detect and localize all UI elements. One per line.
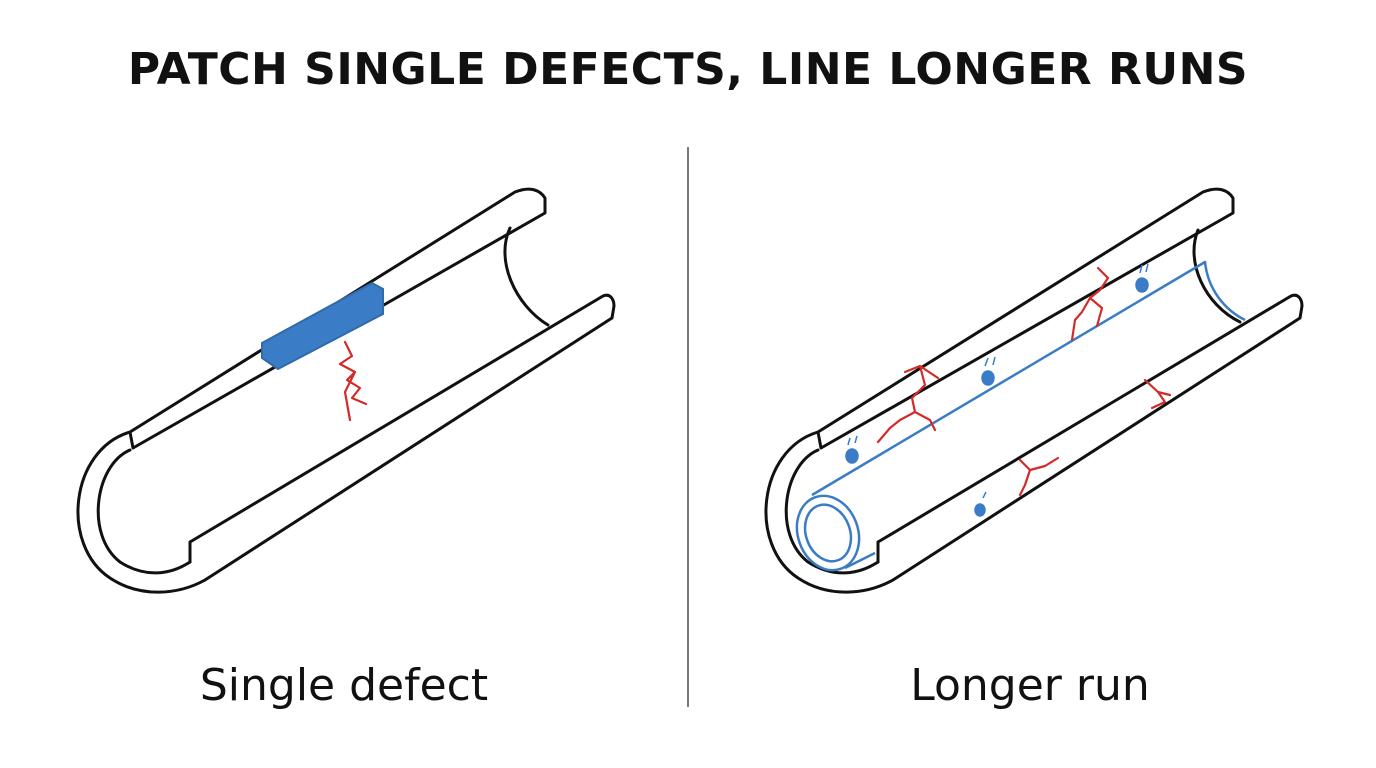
panel-divider bbox=[687, 147, 689, 707]
infiltration-marks bbox=[845, 263, 1149, 517]
pipe-near-end-ring bbox=[76, 430, 207, 594]
panel-label-single-defect: Single defect bbox=[199, 660, 489, 711]
pipe-far-end-curve bbox=[503, 226, 550, 327]
pipe-top-lip bbox=[128, 187, 547, 450]
pipe-near-end-ring bbox=[764, 430, 895, 594]
panel-label-longer-run: Longer run bbox=[910, 660, 1150, 711]
repair-patch bbox=[261, 281, 384, 371]
pipe-near-end-inner bbox=[784, 448, 880, 575]
pipe-near-end-inner bbox=[96, 448, 192, 575]
pipe-lower-lip bbox=[188, 293, 616, 582]
cured-liner bbox=[795, 260, 1246, 572]
pipe-far-end-curve bbox=[1192, 228, 1242, 324]
diagram-title: PATCH SINGLE DEFECTS, LINE LONGER RUNS bbox=[127, 44, 1249, 95]
crack-marks bbox=[876, 266, 1172, 497]
single-crack-mark bbox=[338, 340, 368, 422]
patched-pipe-illustration bbox=[76, 187, 616, 594]
pipe-top-lip bbox=[816, 187, 1235, 450]
pipe-lower-lip bbox=[876, 293, 1304, 582]
